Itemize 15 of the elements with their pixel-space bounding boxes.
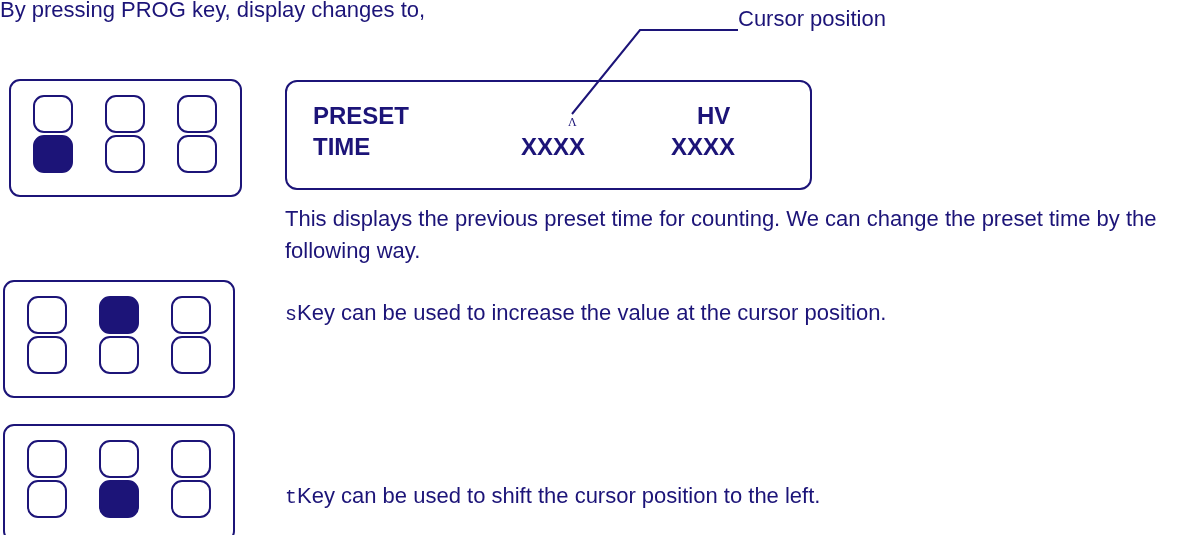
leader-line	[571, 29, 739, 115]
instruction-text: Key can be used to shift the cursor position to the left.	[297, 482, 821, 510]
display-text: XXXX	[521, 133, 586, 161]
key-symbol: s	[285, 302, 297, 328]
lcd-display	[285, 80, 812, 190]
instruction-text: Key can be used to increase the value at the cursor position.	[297, 299, 887, 327]
callout-label: Cursor position	[738, 5, 886, 33]
display-text: XXXX	[671, 133, 736, 161]
key-symbol: t	[285, 485, 297, 511]
display-text: HV	[697, 102, 731, 130]
text-paragraph: By pressing PROG key, display changes to,	[0, 0, 427, 24]
text-paragraph: This displays the previous preset time for counting. We can change the preset time by the following way.	[285, 205, 1158, 265]
cursor-caret: Λ	[568, 115, 577, 129]
display-text: TIME	[313, 133, 371, 161]
display-text: PRESET	[313, 102, 410, 130]
